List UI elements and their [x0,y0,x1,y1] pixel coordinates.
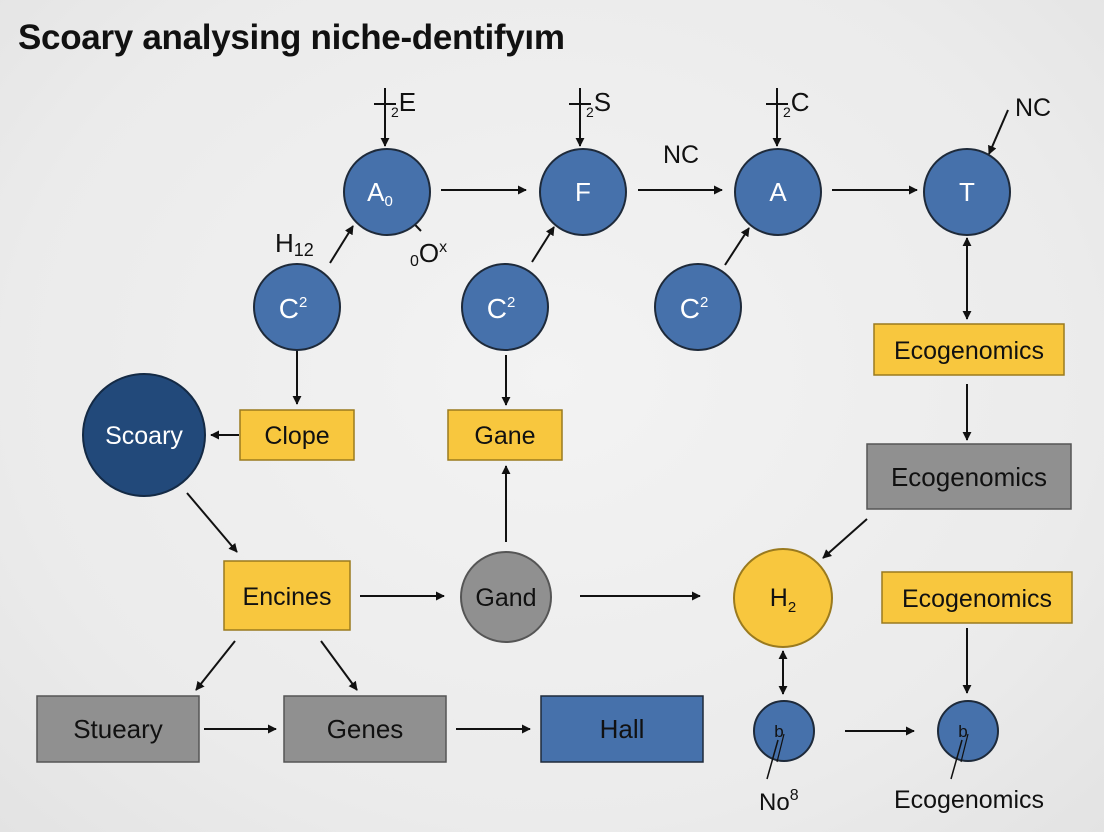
node-c2-3-label: C [680,293,700,324]
node-encines-label: Encines [243,583,332,611]
small-node-1: b [753,700,815,780]
svg-text:C2: C2 [487,293,516,324]
small-node-2-stroke [950,739,963,780]
node-ecogenomics-yellow-1: Ecogenomics [873,323,1065,376]
label-ecogenomics-bottom: Ecogenomics [894,786,1044,814]
node-a: A [734,148,822,236]
arrow-encines-to-stueary [195,640,236,691]
node-c2-1: C2 [253,263,341,351]
nodes: A0 F A T C2 C2 [36,148,1073,780]
node-encines: Encines [223,560,351,631]
node-f-label: F [575,177,591,207]
svg-text:C2: C2 [279,293,308,324]
node-c2-1-label: C [279,293,299,324]
node-t-label: T [959,177,975,207]
node-h2: H2 [733,548,833,648]
node-stueary: Stueary [36,695,200,763]
node-gane: Gane [447,409,563,461]
small-node-2-stroke-2 [960,733,969,763]
node-clope-label: Clope [264,422,329,450]
node-hall-label: Hall [600,714,645,744]
small-node-1-stroke [766,739,779,780]
node-a0-sub: 0 [385,193,393,210]
small-node-2-label: b [958,722,967,741]
arrow-encines-to-genes [320,640,358,691]
node-ecogenomics-yellow-2: Ecogenomics [881,571,1073,624]
label-input-s: 2S [586,87,611,120]
arrow-c2-3-to-a [724,227,750,266]
node-ecogenomics-gray: Ecogenomics [866,443,1072,510]
node-clope: Clope [239,409,355,461]
node-scoary-label: Scoary [105,422,183,450]
label-ox: 0Ox [410,238,447,270]
arrow-c2-2-to-f [531,226,555,263]
node-c2-3: C2 [654,263,742,351]
node-h2-label: H [770,584,788,612]
node-t: T [923,148,1011,236]
label-nc-2: NC [1015,94,1051,122]
node-c2-2-sup: 2 [507,294,515,311]
svg-text:C2: C2 [680,293,709,324]
arrow-c2-1-to-a0 [329,225,354,264]
page-title: Scoary analysing niche-dentifyım [18,18,565,57]
node-a0: A0 [343,148,431,236]
node-c2-2-label: C [487,293,507,324]
node-genes-label: Genes [327,714,404,744]
svg-text:H2: H2 [770,584,796,616]
node-c2-3-sup: 2 [700,294,708,311]
small-node-2: b [937,700,999,780]
node-ecogenomics-yellow-1-label: Ecogenomics [894,337,1044,365]
label-input-e: 2E [391,87,416,120]
small-node-1-label: b [774,722,783,741]
node-h2-sub: 2 [788,599,796,616]
label-h12: H12 [275,228,314,260]
small-node-1-stroke-2 [776,733,785,763]
node-ecogenomics-yellow-2-label: Ecogenomics [902,585,1052,613]
label-no8: No8 [759,787,799,816]
node-hall: Hall [540,695,704,763]
arrow-ecogenomics-gray-to-h2 [822,518,868,559]
node-c2-2: C2 [461,263,549,351]
node-gand-label: Gand [475,584,536,612]
node-a0-label: A [367,177,385,207]
node-gand: Gand [460,551,552,643]
label-input-c: 2C [783,87,810,120]
label-nc-1: NC [663,141,699,169]
arrow-scoary-to-encines [186,492,238,553]
node-scoary: Scoary [82,373,206,497]
svg-text:A0: A0 [367,177,393,210]
node-f: F [539,148,627,236]
node-stueary-label: Stueary [73,714,163,744]
node-c2-1-sup: 2 [299,294,307,311]
free-labels: 2E 2S 2C NC NC H12 0Ox No8 Ecogenomics [275,87,1051,816]
node-a-label: A [769,177,787,207]
node-ecogenomics-gray-label: Ecogenomics [891,462,1047,492]
node-genes: Genes [283,695,447,763]
arrow-nc-to-t [988,109,1009,155]
node-gane-label: Gane [474,422,535,450]
